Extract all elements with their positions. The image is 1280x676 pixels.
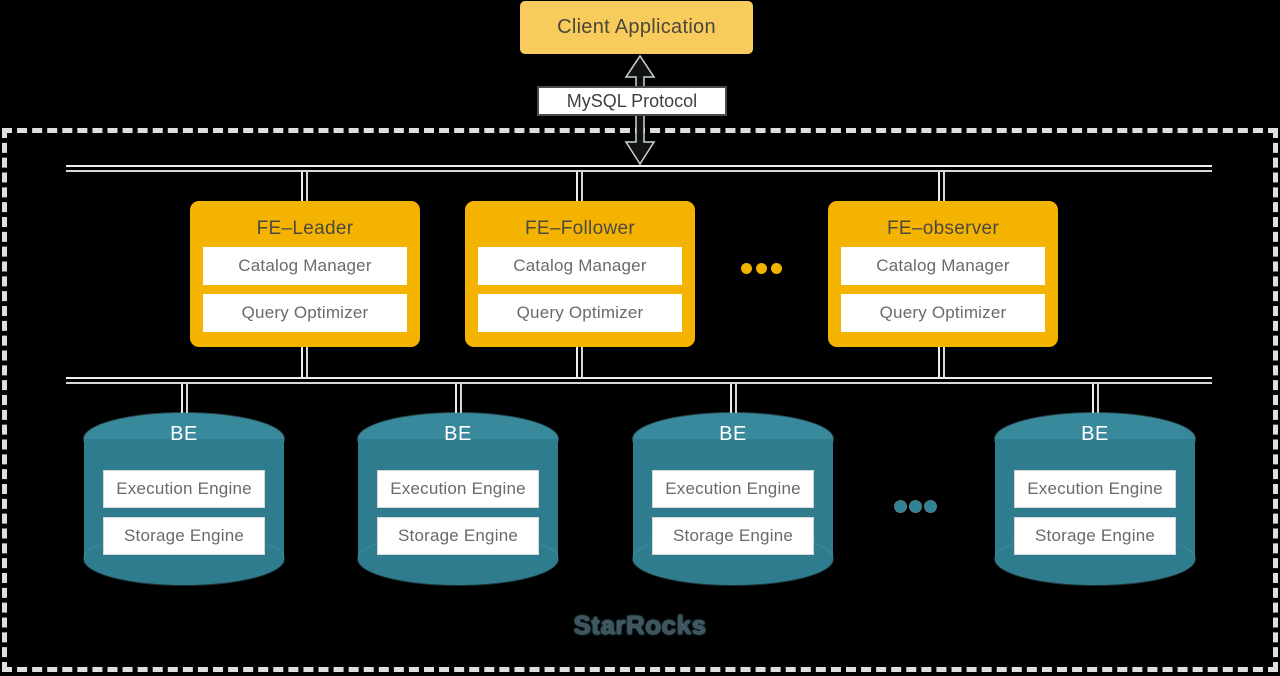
connector-be-3 (730, 384, 737, 414)
be-node-1: BE Execution Engine Storage Engine (84, 413, 284, 585)
be-node-2: BE Execution Engine Storage Engine (358, 413, 558, 585)
be-title: BE (170, 423, 198, 445)
be-title: BE (1081, 423, 1109, 445)
be-ellipsis-dots (895, 501, 936, 512)
catalog-manager-box: Catalog Manager (478, 247, 682, 285)
client-application-label: Client Application (557, 16, 716, 38)
connector-fe-follower-top (576, 172, 583, 201)
fe-ellipsis-dots (741, 263, 782, 274)
fe-follower-node: FE–Follower Catalog Manager Query Optimi… (465, 201, 695, 347)
execution-engine-box: Execution Engine (377, 470, 539, 508)
storage-engine-box: Storage Engine (377, 517, 539, 555)
connector-fe-observer-top (938, 172, 945, 201)
connector-fe-leader-bottom (301, 347, 308, 377)
connector-be-2 (455, 384, 462, 414)
fe-ellipsis-dot (771, 263, 782, 274)
mysql-protocol-label: MySQL Protocol (566, 90, 698, 111)
fe-observer-title: FE–observer (886, 218, 1000, 239)
connector-fe-follower-bottom (576, 347, 583, 377)
catalog-manager-box: Catalog Manager (203, 247, 407, 285)
fe-follower-title: FE–Follower (525, 218, 635, 239)
connector-fe-observer-bottom (938, 347, 945, 377)
be-ellipsis-dot (910, 501, 921, 512)
fe-leader-title: FE–Leader (256, 218, 354, 239)
fe-ellipsis-dot (756, 263, 767, 274)
connector-be-4 (1092, 384, 1099, 414)
be-ellipsis-dot (925, 501, 936, 512)
query-optimizer-box: Query Optimizer (203, 294, 407, 332)
mysql-protocol-box: MySQL Protocol (537, 86, 727, 116)
storage-engine-box: Storage Engine (103, 517, 265, 555)
starrocks-brand-label: StarRocks (573, 610, 707, 640)
execution-engine-box: Execution Engine (1014, 470, 1176, 508)
fe-observer-node: FE–observer Catalog Manager Query Optimi… (828, 201, 1058, 347)
connector-fe-leader-top (301, 172, 308, 201)
be-node-4: BE Execution Engine Storage Engine (995, 413, 1195, 585)
query-optimizer-box: Query Optimizer (841, 294, 1045, 332)
storage-engine-box: Storage Engine (652, 517, 814, 555)
execution-engine-box: Execution Engine (103, 470, 265, 508)
catalog-manager-box: Catalog Manager (841, 247, 1045, 285)
storage-engine-box: Storage Engine (1014, 517, 1176, 555)
connector-be-1 (181, 384, 188, 414)
fe-ellipsis-dot (741, 263, 752, 274)
fe-bus-line (66, 165, 1212, 172)
fe-leader-node: FE–Leader Catalog Manager Query Optimize… (190, 201, 420, 347)
query-optimizer-box: Query Optimizer (478, 294, 682, 332)
execution-engine-box: Execution Engine (652, 470, 814, 508)
be-title: BE (719, 423, 747, 445)
be-node-3: BE Execution Engine Storage Engine (633, 413, 833, 585)
be-title: BE (444, 423, 472, 445)
client-application-box: Client Application (520, 1, 753, 54)
be-ellipsis-dot (895, 501, 906, 512)
be-bus-line (66, 377, 1212, 384)
